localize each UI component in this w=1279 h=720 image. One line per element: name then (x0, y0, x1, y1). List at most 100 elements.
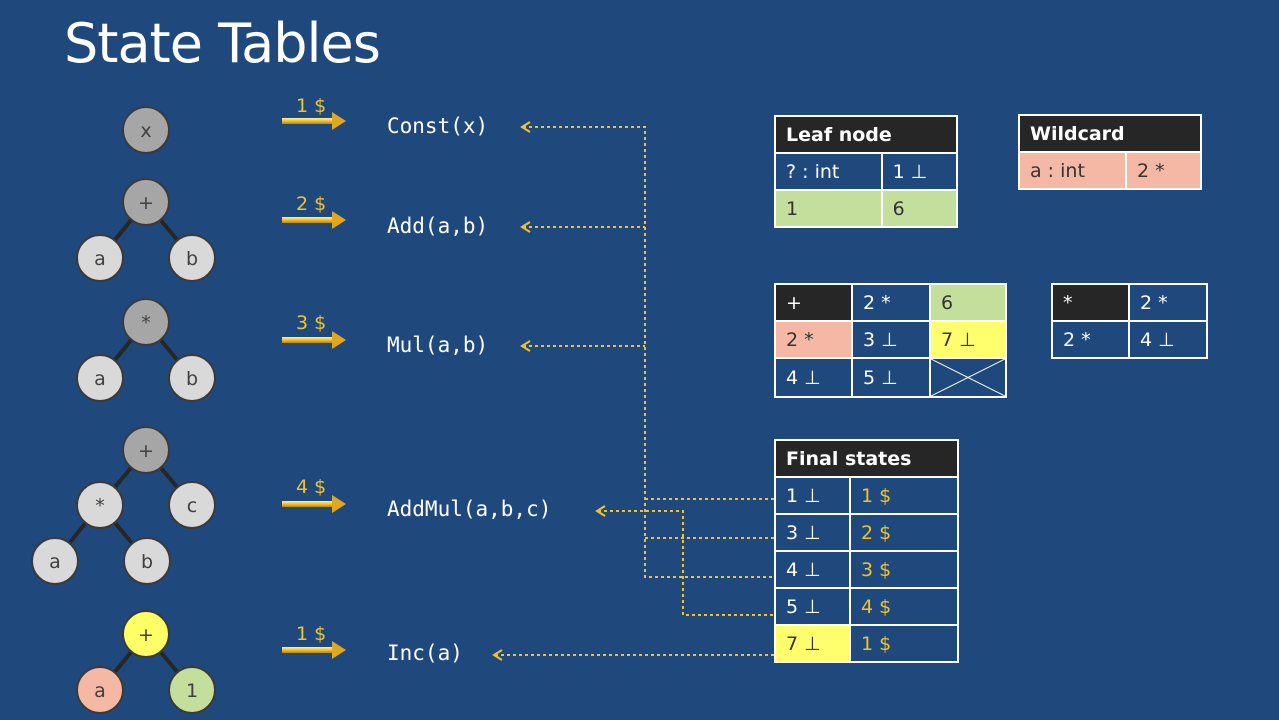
table-row: 3 ⊥ 2 $ (774, 513, 959, 552)
tree-1: x (122, 106, 170, 154)
table-cell: 2 * (1128, 283, 1208, 322)
table-cell: 1 $ (849, 476, 959, 515)
table-cell: 2 * (851, 283, 931, 322)
tree-node (122, 106, 170, 154)
table-row: 2 * 3 ⊥ 7 ⊥ (774, 320, 1007, 359)
table-header: Final states (774, 439, 959, 478)
table-row: a : int 2 * (1018, 151, 1202, 190)
tree-5: + a 1 (76, 610, 216, 714)
table-cell: + (774, 283, 853, 322)
arrow-icon (282, 112, 346, 130)
wildcard-table: Wildcard a : int 2 * (1018, 114, 1202, 190)
tree-node (122, 298, 170, 346)
table-row: 4 ⊥ 5 ⊥ (774, 357, 1007, 398)
mul-state-table: * 2 * 2 * 4 ⊥ (1051, 283, 1208, 359)
tree-node (31, 537, 79, 585)
table-cell: 1 ⊥ (774, 476, 851, 515)
table-row: 1 ⊥ 1 $ (774, 476, 959, 515)
node-label: * (95, 495, 105, 517)
table-header: Leaf node (774, 115, 958, 154)
tree-node (122, 426, 170, 474)
node-label: a (94, 680, 106, 702)
tree-node (76, 481, 124, 529)
tree-2: + a b (76, 178, 216, 282)
table-row: 1 6 (774, 189, 959, 228)
table-cell: 4 ⊥ (1128, 320, 1208, 359)
rule-cost: 1 $ (296, 95, 327, 117)
table-cell: 5 ⊥ (774, 587, 851, 626)
table-cell: 2 * (1125, 151, 1202, 190)
connector-addmul (598, 510, 775, 616)
table-row: ? : int 1 ⊥ (774, 152, 959, 191)
table-cell: 4 $ (849, 587, 959, 626)
tree-node (122, 178, 170, 226)
rule-arrows (282, 112, 346, 659)
table-cell: * (1051, 283, 1130, 322)
rule-code: Inc(a) (387, 641, 463, 665)
tree-node (168, 481, 216, 529)
rule-code: Mul(a,b) (387, 333, 489, 357)
table-row: 5 ⊥ 4 $ (774, 587, 959, 626)
plus-state-table: + 2 * 6 2 * 3 ⊥ 7 ⊥ 4 ⊥ 5 ⊥ (774, 283, 1007, 398)
connector-arrowheads (492, 121, 606, 661)
table-row: * 2 * (1051, 283, 1208, 322)
node-label: * (141, 312, 151, 334)
tree-node (168, 354, 216, 402)
node-label: + (138, 440, 154, 462)
table-cell: 1 $ (849, 624, 959, 663)
table-cell: 2 $ (849, 513, 959, 552)
table-cell: 7 ⊥ (929, 320, 1007, 359)
node-label: c (187, 495, 197, 517)
node-label: a (94, 248, 106, 270)
tree-3: * a b (76, 298, 216, 402)
node-label: b (186, 248, 198, 270)
rule-cost: 4 $ (296, 476, 327, 498)
table-cell: 6 (929, 283, 1007, 322)
empty-cell (929, 357, 1007, 398)
node-label: 1 (186, 680, 198, 702)
table-cell: 2 * (1051, 320, 1130, 359)
table-cell: 2 * (774, 320, 853, 359)
table-cell: 3 ⊥ (851, 320, 931, 359)
table-cell: 5 ⊥ (851, 357, 931, 398)
table-row: 7 ⊥ 1 $ (774, 624, 959, 663)
node-label: a (49, 551, 61, 573)
table-cell: 6 (880, 189, 959, 228)
node-label: + (138, 192, 154, 214)
final-states-table: Final states 1 ⊥ 1 $ 3 ⊥ 2 $ 4 ⊥ 3 $ 5 ⊥… (774, 439, 959, 663)
tree-node (122, 610, 170, 658)
rule-code: Const(x) (387, 114, 489, 138)
tree-node (76, 234, 124, 282)
rule-code: Add(a,b) (387, 214, 489, 238)
arrow-icon (282, 641, 346, 659)
tree-node (76, 666, 124, 714)
table-row: 4 ⊥ 3 $ (774, 550, 959, 589)
node-label: b (186, 368, 198, 390)
tree-4: + * c a b (31, 426, 216, 585)
table-header: Wildcard (1018, 114, 1202, 153)
table-cell: 3 $ (849, 550, 959, 589)
node-label: x (140, 120, 151, 142)
table-cell: 4 ⊥ (774, 357, 853, 398)
leaf-node-table: Leaf node ? : int 1 ⊥ 1 6 (774, 115, 959, 228)
tree-node (168, 234, 216, 282)
table-cell: a : int (1018, 151, 1127, 190)
rule-cost: 3 $ (296, 312, 327, 334)
rule-cost: 1 $ (296, 623, 327, 645)
table-cell: 1 ⊥ (880, 152, 959, 191)
cross-icon (931, 359, 1005, 396)
arrow-icon (282, 331, 346, 349)
node-label: + (138, 624, 154, 646)
node-label: b (141, 551, 153, 573)
table-row: 2 * 4 ⊥ (1051, 320, 1208, 359)
tree-node (123, 537, 171, 585)
tree-node (168, 666, 216, 714)
tree-node (76, 354, 124, 402)
arrow-icon (282, 211, 346, 229)
rule-code: AddMul(a,b,c) (387, 497, 552, 521)
table-cell: 3 ⊥ (774, 513, 851, 552)
table-row: + 2 * 6 (774, 283, 1007, 322)
table-cell: 1 (774, 189, 883, 228)
rule-cost: 2 $ (296, 193, 327, 215)
